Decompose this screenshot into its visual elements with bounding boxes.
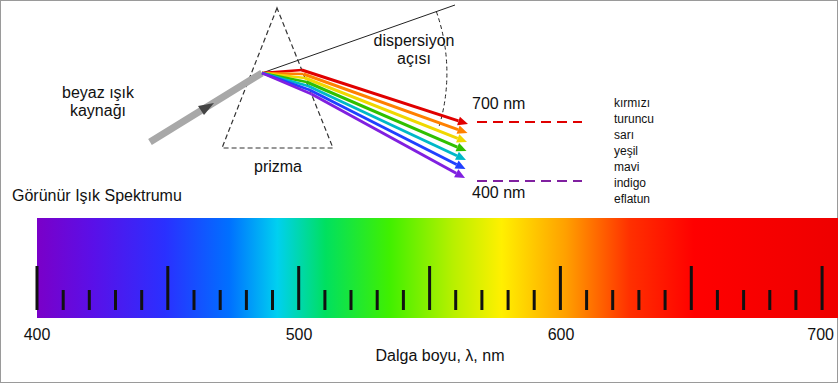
- tick: [271, 290, 274, 310]
- tick: [637, 290, 640, 310]
- tick: [166, 266, 169, 310]
- arrowhead: [455, 152, 466, 160]
- ray: [262, 73, 311, 94]
- axis-number: 500: [274, 326, 324, 344]
- axis-title: Dalga boyu, λ, nm: [330, 347, 550, 365]
- tick: [62, 290, 65, 310]
- tick: [245, 290, 248, 310]
- tick: [742, 290, 745, 310]
- arrowhead: [457, 125, 468, 133]
- tick: [454, 290, 457, 310]
- ray: [307, 82, 458, 147]
- tick: [114, 290, 117, 310]
- spectrum-title: Görünür Işık Spektrumu: [12, 187, 272, 205]
- tick: [533, 290, 536, 310]
- arrowhead: [456, 134, 467, 142]
- tick: [585, 290, 588, 310]
- tick: [664, 290, 667, 310]
- wavelength-label: 700 nm: [472, 95, 542, 113]
- dispersion-arc: [436, 12, 447, 129]
- ray: [311, 94, 456, 173]
- tick: [88, 290, 91, 310]
- tick: [140, 290, 143, 310]
- tick: [768, 290, 771, 310]
- ray: [310, 90, 457, 164]
- arrowhead: [457, 117, 468, 126]
- tick: [323, 290, 326, 310]
- tick: [480, 290, 483, 310]
- tick: [402, 290, 405, 310]
- color-name: yeşil: [614, 145, 684, 159]
- tick: [376, 290, 379, 310]
- wavelength-label: 400 nm: [472, 184, 542, 202]
- spectrum-bar: [37, 218, 838, 318]
- color-name: turuncu: [614, 113, 684, 127]
- axis-number: 400: [12, 326, 62, 344]
- tick: [559, 266, 562, 310]
- arrowhead: [454, 169, 465, 178]
- source-label: beyaz ışık kaynağı: [48, 84, 148, 121]
- axis-number: 600: [536, 326, 586, 344]
- color-name: mavi: [614, 161, 684, 175]
- arrowhead: [456, 143, 467, 151]
- tick: [507, 290, 510, 310]
- white-beam: [150, 73, 262, 142]
- tick: [794, 290, 797, 310]
- tick: [219, 290, 222, 310]
- axis-number: 700: [784, 326, 834, 344]
- tick: [193, 290, 196, 310]
- ray: [305, 78, 458, 138]
- violet-marker: [477, 180, 582, 182]
- tick: [716, 290, 719, 310]
- tick: [690, 266, 693, 310]
- tick: [36, 266, 39, 310]
- color-name: eflatun: [614, 193, 684, 207]
- prism-label: prizma: [243, 158, 313, 176]
- tick: [428, 266, 431, 310]
- beam-arrow: [198, 103, 214, 115]
- tick: [297, 266, 300, 310]
- ray: [308, 86, 457, 156]
- ticks: [37, 266, 822, 310]
- arrowhead: [455, 160, 466, 169]
- color-name: sarı: [614, 129, 684, 143]
- color-name: indigo: [614, 177, 684, 191]
- angle-label: dispersiyon açısı: [366, 32, 462, 69]
- tick: [611, 290, 614, 310]
- tick: [821, 266, 824, 310]
- tick: [350, 290, 353, 310]
- color-name: kırmızı: [614, 97, 684, 111]
- red-marker: [477, 121, 582, 123]
